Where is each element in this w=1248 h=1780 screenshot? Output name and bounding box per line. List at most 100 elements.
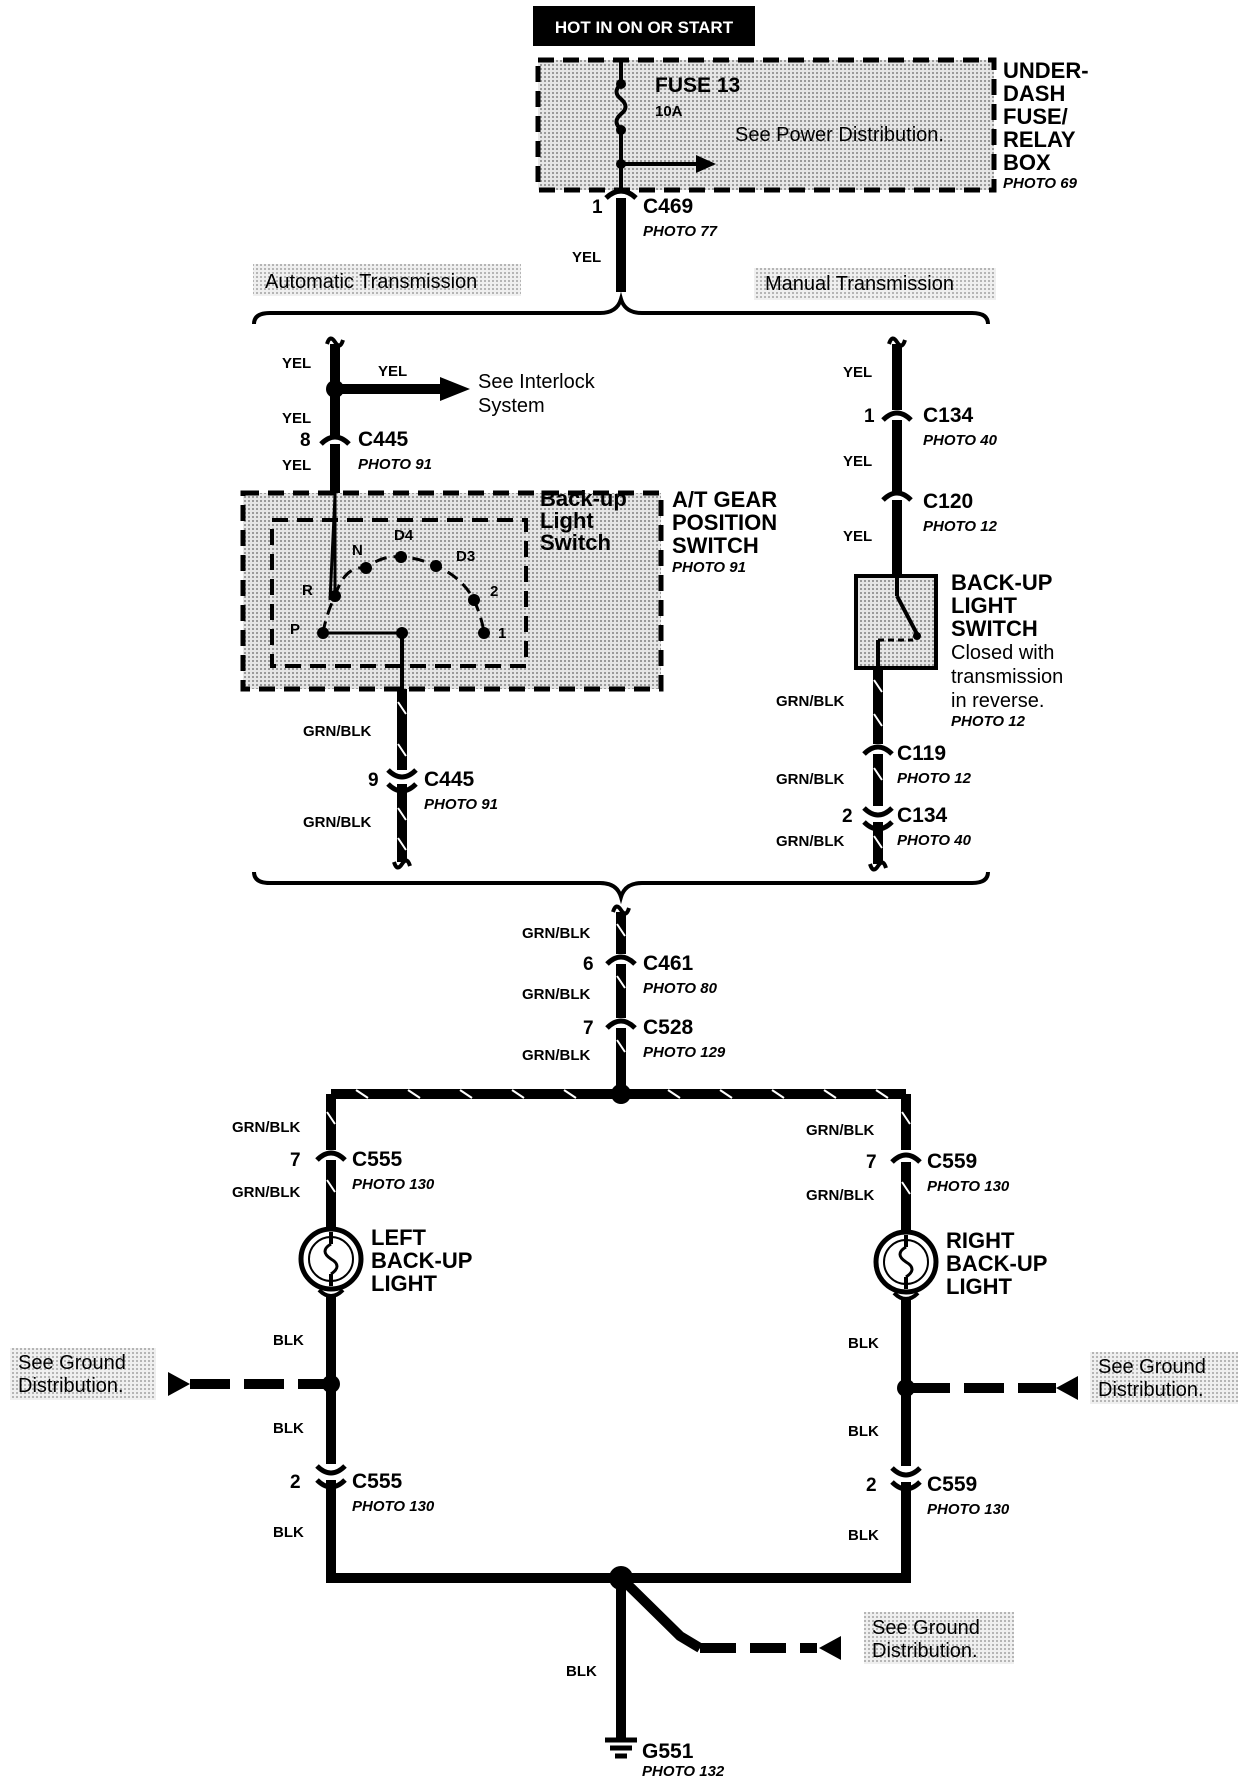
wire-color-grnblk-t3: GRN/BLK: [522, 1047, 590, 1064]
wire-color-grnblk-r2: GRN/BLK: [806, 1187, 874, 1204]
left-backup-light-circuit: GRN/BLK 7 C555 PHOTO 130 GRN/BLK LEFT BA…: [10, 1094, 472, 1578]
wire-color-yel-a3: YEL: [282, 410, 311, 427]
bottom-ground-ref-box: [864, 1612, 1014, 1664]
c134-top-pin: 1: [864, 406, 875, 427]
interlock-line-2: System: [478, 395, 545, 417]
manual-switch-title-2: LIGHT: [951, 593, 1018, 618]
c445-top-name: C445: [358, 428, 409, 451]
c559-top-pin: 7: [866, 1152, 877, 1173]
c445-bottom-name: C445: [424, 768, 475, 791]
c134-top-name: C134: [923, 404, 974, 427]
wire-color-yel-main: YEL: [572, 249, 601, 266]
right-light-label-2: BACK-UP: [946, 1251, 1047, 1276]
wire-color-blk-g: BLK: [566, 1663, 597, 1680]
wire-color-yel-a2: YEL: [378, 363, 407, 380]
pos-n: N: [352, 542, 363, 559]
left-light-label-1: LEFT: [371, 1225, 427, 1250]
right-ground-ref-1: See Ground: [1098, 1356, 1206, 1378]
c119-photo: PHOTO 12: [897, 770, 972, 787]
bottom-ground-ref-2: Distribution.: [872, 1640, 978, 1662]
automatic-label: Automatic Transmission: [265, 271, 477, 293]
right-light-label-3: LIGHT: [946, 1274, 1013, 1299]
automatic-transmission-header: Automatic Transmission: [253, 264, 521, 296]
c559-bottom-name: C559: [927, 1473, 977, 1496]
manual-switch-title-1: BACK-UP: [951, 570, 1052, 595]
wire-color-yel-a4: YEL: [282, 457, 311, 474]
pos-r: R: [302, 582, 313, 599]
c134-top-photo: PHOTO 40: [923, 432, 998, 449]
main-trunk: GRN/BLK 6 C461 PHOTO 80 GRN/BLK 7 C528 P…: [331, 904, 906, 1104]
bottom-ground-ref-arrow-icon: [819, 1636, 841, 1660]
wire-color-grnblk-m2: GRN/BLK: [776, 771, 844, 788]
wire-color-grnblk-a1: GRN/BLK: [303, 723, 371, 740]
c461-name: C461: [643, 952, 694, 975]
splice-top: [611, 1084, 631, 1104]
wire-color-blk-r2: BLK: [848, 1423, 879, 1440]
wire-color-yel-a1: YEL: [282, 355, 311, 372]
manual-switch-desc-2: transmission: [951, 666, 1063, 688]
c469-photo: PHOTO 77: [643, 223, 718, 240]
wire-color-grnblk-m3: GRN/BLK: [776, 833, 844, 850]
c469-pin: 1: [592, 197, 603, 218]
c134-bottom-name: C134: [897, 804, 948, 827]
interlock-line-1: See Interlock: [478, 371, 596, 393]
c445-top-pin: 8: [300, 430, 311, 451]
c559-top-photo: PHOTO 130: [927, 1178, 1010, 1195]
left-ground-ref-1: See Ground: [18, 1352, 126, 1374]
pos-p: P: [290, 621, 300, 638]
power-source-header: HOT IN ON OR START: [533, 6, 755, 46]
c559-bottom-pin: 2: [866, 1475, 877, 1496]
c134-bottom-photo: PHOTO 40: [897, 832, 972, 849]
wire-color-grnblk-t1: GRN/BLK: [522, 925, 590, 942]
left-ground-ref-2: Distribution.: [18, 1375, 124, 1397]
g551-name: G551: [642, 1740, 694, 1763]
wire-color-yel-m3: YEL: [843, 528, 872, 545]
at-gear-title-3: SWITCH: [672, 533, 759, 558]
wire-color-blk-l2: BLK: [273, 1420, 304, 1437]
manual-switch-desc-3: in reverse.: [951, 690, 1044, 712]
bl-switch-label-2: Light: [540, 508, 594, 533]
fuse-box-title-4: RELAY: [1003, 127, 1076, 152]
fuse-box-title-1: UNDER-: [1003, 58, 1089, 83]
fuse-rating: 10A: [655, 103, 683, 120]
backup-light-switch-inner: [270, 518, 528, 668]
wire-color-yel-m1: YEL: [843, 364, 872, 381]
automatic-transmission-branch: YEL YEL See Interlock System YEL 8 C445 …: [240, 336, 777, 870]
wire-color-yel-m2: YEL: [843, 453, 872, 470]
right-light-label-1: RIGHT: [946, 1228, 1015, 1253]
manual-switch-photo: PHOTO 12: [951, 713, 1026, 730]
wire-color-blk-l3: BLK: [273, 1524, 304, 1541]
ground-circuit: See Ground Distribution. BLK G551 PHOTO …: [326, 1566, 1014, 1780]
c559-top-name: C559: [927, 1150, 977, 1173]
header-title: HOT IN ON OR START: [555, 18, 734, 37]
wire-color-blk-r1: BLK: [848, 1335, 879, 1352]
wire-color-grnblk-l1: GRN/BLK: [232, 1119, 300, 1136]
c528-photo: PHOTO 129: [643, 1044, 726, 1061]
under-dash-fuse-relay-box: UNDER- DASH FUSE/ RELAY BOX PHOTO 69 FUS…: [535, 57, 1089, 193]
wire-color-grnblk-a2: GRN/BLK: [303, 814, 371, 831]
wire-color-grnblk-m1: GRN/BLK: [776, 693, 844, 710]
wire-color-blk-r3: BLK: [848, 1527, 879, 1544]
bl-switch-label-1: Back-up: [540, 486, 627, 511]
wire-color-grnblk-l2: GRN/BLK: [232, 1184, 300, 1201]
fuse-box-title-5: BOX: [1003, 150, 1051, 175]
wire-color-grnblk-t2: GRN/BLK: [522, 986, 590, 1003]
power-distribution-arrow-icon: [696, 155, 716, 173]
pos-1: 1: [498, 625, 506, 642]
left-light-label-2: BACK-UP: [371, 1248, 472, 1273]
manual-switch-title-3: SWITCH: [951, 616, 1038, 641]
fuse-box-title-2: DASH: [1003, 81, 1065, 106]
c469-connector: 1 C469 PHOTO 77 YEL: [572, 188, 718, 292]
c469-name: C469: [643, 195, 693, 218]
c555-top-name: C555: [352, 1148, 403, 1171]
bottom-ground-ref-1: See Ground: [872, 1617, 980, 1639]
fuse-box-title-3: FUSE/: [1003, 104, 1068, 129]
at-gear-title-2: POSITION: [672, 510, 777, 535]
wire-color-grnblk-r1: GRN/BLK: [806, 1122, 874, 1139]
manual-switch-desc-1: Closed with: [951, 642, 1054, 664]
c445-top-photo: PHOTO 91: [358, 456, 432, 473]
c461-pin: 6: [583, 954, 594, 975]
c445-bottom-pin: 9: [368, 770, 379, 791]
fuse-box-photo: PHOTO 69: [1003, 175, 1078, 192]
c555-bottom-pin: 2: [290, 1472, 301, 1493]
